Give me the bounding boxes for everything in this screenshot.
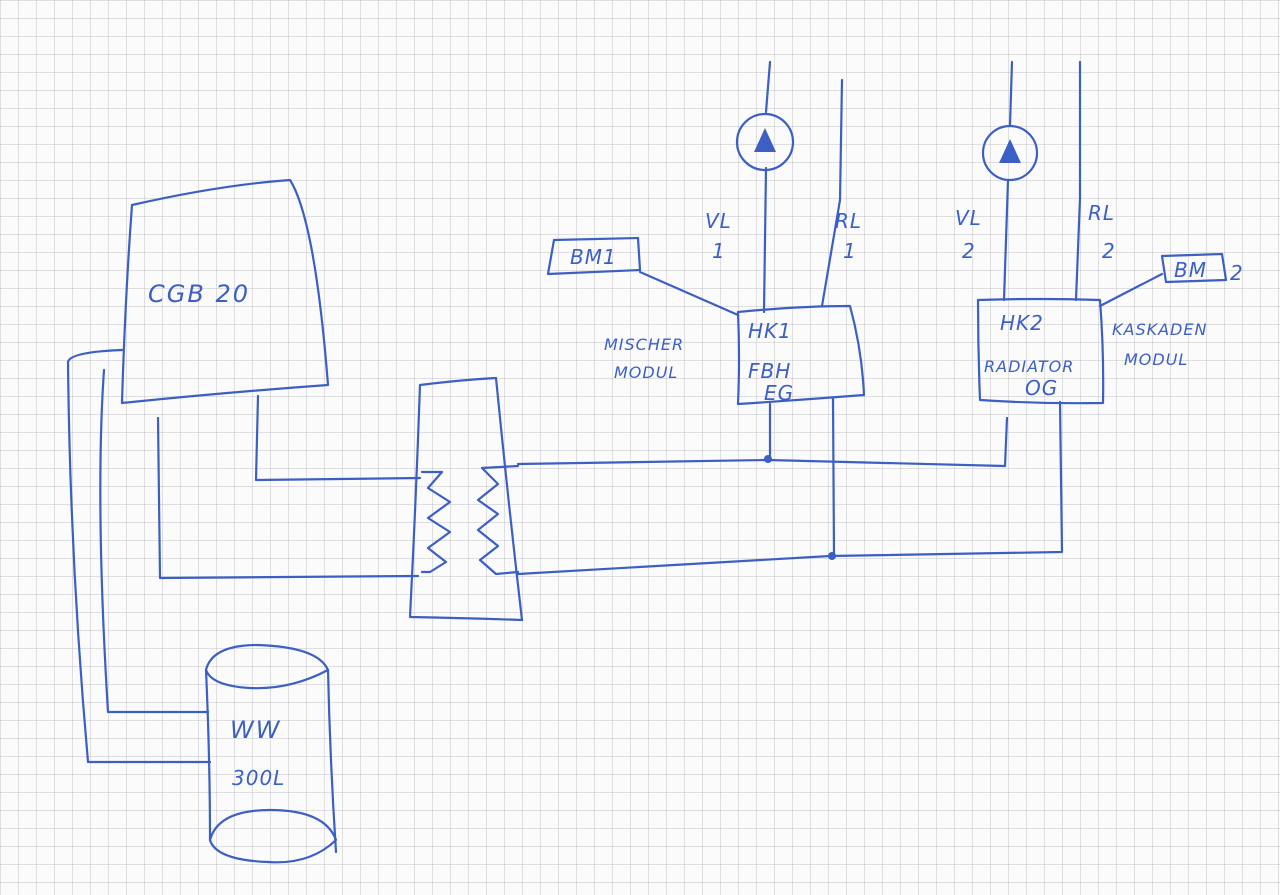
hk1-label-floor: EG — [764, 381, 794, 405]
pipe-boiler-tank-return — [99, 368, 210, 714]
hk1-label-type: FBH — [748, 359, 791, 383]
pipe-secondary-supply — [516, 416, 1009, 468]
hk2-label-floor: OG — [1025, 376, 1058, 400]
rl2-index: 2 — [1102, 239, 1116, 263]
pipe-vl1 — [762, 60, 772, 314]
pump-icon — [735, 112, 795, 172]
hk2-label-name: HK2 — [1000, 311, 1044, 335]
pipe-secondary-return — [516, 400, 1064, 576]
hk1-module: HK1 FBH EG — [736, 304, 866, 406]
vl2-index: 2 — [962, 239, 976, 263]
hk1-label-name: HK1 — [748, 319, 792, 343]
tank-label-volume: 300L — [232, 766, 285, 790]
pipe-boiler-hx-supply — [254, 394, 422, 482]
boiler-label: CGB 20 — [148, 280, 250, 308]
rl1-label: RL — [835, 209, 862, 233]
junction-supply — [764, 455, 772, 463]
hk2-label-type: RADIATOR — [984, 357, 1074, 376]
rl2-label: RL — [1088, 201, 1115, 225]
pipe-vl2 — [1002, 60, 1014, 302]
bm2-suffix: 2 — [1230, 261, 1244, 285]
bm1-label: BM1 — [570, 245, 617, 269]
kaskaden-modul-label: MODUL — [1124, 350, 1188, 369]
boiler-unit: CGB 20 — [120, 178, 330, 405]
pipe-boiler-hx-return — [156, 416, 420, 580]
pipe-rl1 — [820, 78, 844, 308]
dhw-tank: WW 300L — [204, 643, 338, 864]
tank-label-ww: WW — [230, 716, 281, 744]
vl1-index: 1 — [712, 239, 726, 263]
mischer-label: MISCHER — [604, 335, 684, 354]
heat-exchanger-icon — [408, 376, 524, 622]
bm2-label: BM — [1174, 258, 1207, 282]
rl1-index: 1 — [843, 239, 857, 263]
vl1-label: VL — [705, 209, 732, 233]
mischer-modul-label: MODUL — [614, 363, 678, 382]
pipe-boiler-tank-supply — [66, 348, 212, 764]
bm1-box: BM1 — [546, 236, 740, 317]
junction-return — [828, 552, 836, 560]
bm2-box: BM 2 — [1098, 252, 1244, 308]
pump-icon — [981, 124, 1039, 182]
kaskaden-label: KASKADEN — [1112, 320, 1207, 339]
vl2-label: VL — [955, 206, 982, 230]
pipe-hk1-return-drop — [831, 396, 836, 558]
hk2-module: HK2 RADIATOR OG — [976, 297, 1105, 405]
pipe-rl2 — [1074, 60, 1082, 302]
